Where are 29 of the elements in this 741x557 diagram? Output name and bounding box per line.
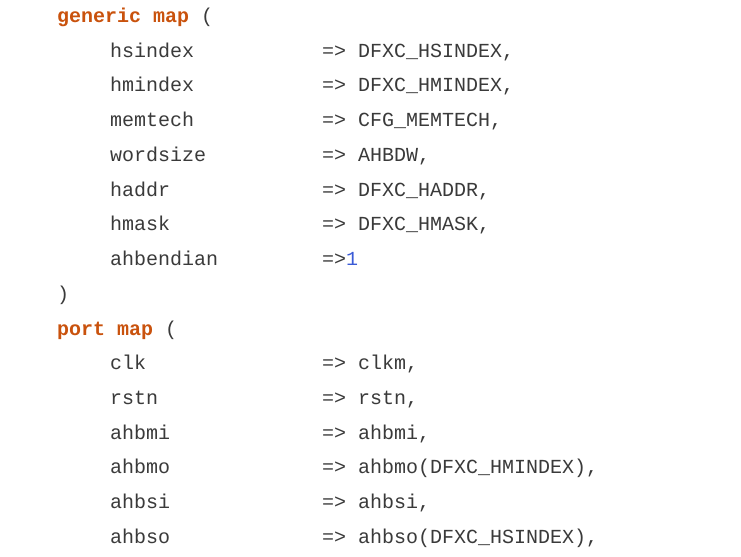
parameter-name: ahbmi [110,422,170,448]
mapped-value: => DFXC_HSINDEX, [322,40,514,66]
parameter-name: rstn [110,387,158,414]
mapped-value: => ahbmi, [322,422,430,448]
parameter-name: hsindex [110,40,194,66]
parameter-name: ahbendian [110,248,218,274]
mapped-value: => DFXC_HADDR, [322,178,490,205]
keyword-line: ) [57,282,70,309]
mapped-value: => ahbmo(DFXC_HMINDEX), [322,456,598,482]
mapped-value: => clkm, [322,352,418,378]
parameter-name: ahbso [110,526,170,552]
mapped-value: => DFXC_HMASK, [322,213,490,240]
parameter-name: hmindex [110,74,194,100]
mapped-value: => CFG_MEMTECH, [322,109,502,136]
keyword-line: generic map ( [57,5,214,31]
keyword-line: port map ( [57,318,178,344]
mapped-value: => rstn, [322,387,418,414]
parameter-name: ahbmo [110,456,170,482]
mapped-value: => AHBDW, [322,144,430,170]
mapped-value: =>1 [322,248,358,274]
parameter-name: ahbsi [110,491,170,518]
parameter-name: wordsize [110,144,206,170]
mapped-value: => ahbsi, [322,491,430,518]
parameter-name: haddr [110,178,170,205]
parameter-name: hmask [110,213,170,240]
parameter-name: clk [110,352,146,378]
mapped-value: => ahbso(DFXC_HSINDEX), [322,526,598,552]
parameter-name: memtech [110,109,194,136]
mapped-value: => DFXC_HMINDEX, [322,74,514,100]
